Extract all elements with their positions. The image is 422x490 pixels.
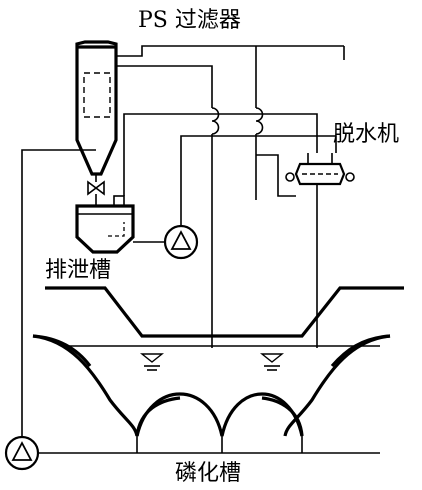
ps-filter-label: PS 过滤器 bbox=[138, 8, 241, 33]
phosphating-tank-label: 磷化槽 bbox=[175, 461, 241, 486]
pipe-horizontal-b bbox=[180, 135, 337, 226]
drain-tank-internal bbox=[108, 222, 125, 237]
dehydrator-label: 脱水机 bbox=[333, 122, 399, 147]
circulation-pump-icon bbox=[4, 435, 40, 471]
dehydrator-roller-left bbox=[285, 172, 295, 182]
pipe-filter-top bbox=[116, 45, 344, 57]
pipe-filter-outlet bbox=[116, 65, 213, 108]
pipe-pump-to-filter bbox=[21, 149, 96, 437]
tank-inner-ledges bbox=[32, 334, 391, 368]
pipe-crossover-1 bbox=[211, 107, 220, 135]
tank-outer-wall bbox=[32, 334, 391, 437]
level-marker-right-icon bbox=[260, 353, 284, 371]
ps-filter bbox=[75, 40, 118, 182]
level-marker-left-icon bbox=[140, 353, 164, 371]
pipe-dehydrator-return bbox=[256, 154, 296, 197]
ps-filter-body bbox=[75, 40, 118, 176]
drain-tank bbox=[75, 195, 135, 254]
dehydrator bbox=[285, 153, 355, 186]
drain-tank-body bbox=[75, 204, 135, 254]
pipe-crossover-2 bbox=[255, 107, 264, 135]
phosphating-tank bbox=[32, 334, 391, 453]
drain-valve-icon bbox=[87, 180, 105, 206]
tank-bottom-arc-left bbox=[135, 396, 181, 437]
tank-bottom-arc-right bbox=[261, 396, 304, 437]
drain-tank-label: 排泄槽 bbox=[45, 258, 111, 283]
dehydrator-stand bbox=[307, 153, 333, 164]
dehydrator-roller-right bbox=[345, 172, 355, 182]
transfer-pump-icon bbox=[163, 224, 199, 260]
piping bbox=[21, 45, 380, 454]
ps-filter-element bbox=[83, 72, 111, 118]
upper-trough bbox=[45, 286, 404, 338]
pipe-horizontal-a bbox=[123, 113, 318, 196]
